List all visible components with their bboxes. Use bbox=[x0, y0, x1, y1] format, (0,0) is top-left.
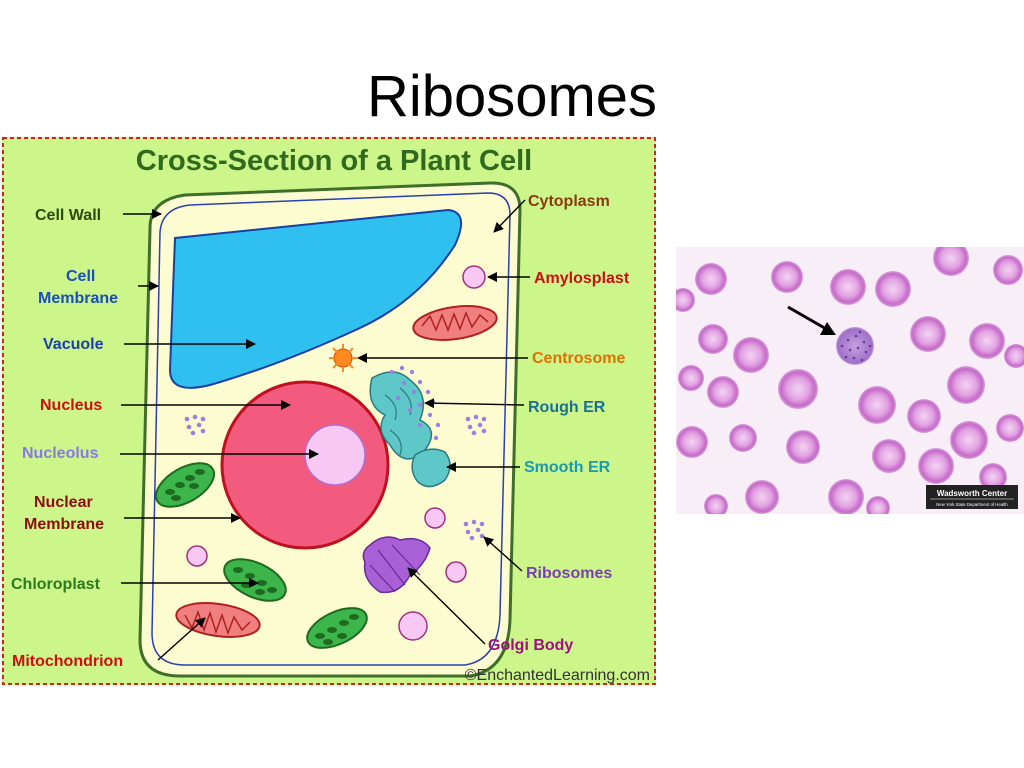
label-nuclear-membrane-line2: Membrane bbox=[24, 516, 104, 533]
red-blood-cell bbox=[866, 496, 890, 514]
rough-er bbox=[369, 365, 441, 460]
red-blood-cell bbox=[828, 479, 864, 514]
label-mitochondrion: Mitochondrion bbox=[12, 653, 123, 670]
red-blood-cell bbox=[933, 247, 969, 276]
label-ribosomes: Ribosomes bbox=[526, 565, 612, 582]
red-blood-cell bbox=[678, 365, 704, 391]
mitochondrion-top bbox=[412, 305, 498, 341]
nucleolus bbox=[304, 424, 366, 486]
red-blood-cell bbox=[707, 376, 739, 408]
red-blood-cell bbox=[778, 369, 818, 409]
watermark-subtitle: New York State Department of Health bbox=[936, 502, 1008, 507]
red-blood-cell bbox=[786, 430, 820, 464]
red-blood-cell bbox=[733, 337, 769, 373]
ribosome-cluster bbox=[465, 414, 487, 436]
vesicle bbox=[398, 611, 428, 641]
micrograph-arrowhead bbox=[820, 322, 836, 335]
label-rough-er: Rough ER bbox=[528, 399, 606, 416]
red-blood-cell bbox=[704, 494, 728, 514]
mitochondrion-bottom bbox=[175, 602, 261, 638]
red-blood-cell bbox=[676, 288, 695, 312]
red-blood-cell bbox=[907, 399, 941, 433]
red-blood-cell bbox=[910, 316, 946, 352]
pointer-rough-er bbox=[424, 398, 525, 409]
diagram-frame bbox=[2, 137, 656, 685]
red-blood-cell bbox=[969, 323, 1005, 359]
marked-cell bbox=[836, 327, 874, 365]
label-smooth-er: Smooth ER bbox=[524, 459, 611, 476]
centrosome bbox=[329, 344, 357, 372]
red-blood-cell bbox=[729, 424, 757, 452]
chloroplast-1 bbox=[155, 462, 215, 508]
pointer-ribosomes bbox=[483, 536, 523, 572]
label-nuclear-membrane: Nuclear Membrane bbox=[24, 494, 104, 533]
pointer-golgi-body bbox=[407, 567, 486, 645]
marked-cell-granules bbox=[840, 330, 872, 362]
label-chloroplast: Chloroplast bbox=[11, 576, 101, 593]
red-blood-cell bbox=[695, 263, 727, 295]
pointer-cytoplasm bbox=[493, 199, 526, 233]
red-blood-cell bbox=[745, 480, 779, 514]
red-blood-cell bbox=[993, 255, 1023, 285]
red-blood-cell bbox=[947, 366, 985, 404]
label-cell-wall: Cell Wall bbox=[35, 207, 101, 224]
amylosplast bbox=[462, 265, 486, 289]
label-golgi-body: Golgi Body bbox=[488, 637, 573, 654]
vesicle bbox=[445, 561, 467, 583]
pointer-mitochondrion bbox=[157, 617, 206, 661]
smooth-er bbox=[411, 448, 451, 488]
red-blood-cell bbox=[676, 426, 708, 458]
label-cytoplasm: Cytoplasm bbox=[528, 193, 610, 210]
watermark-title: Wadsworth Center bbox=[937, 489, 1007, 498]
chloroplast-3 bbox=[306, 607, 368, 649]
label-nuclear-membrane-line1: Nuclear bbox=[34, 494, 93, 511]
label-cell-membrane-line1: Cell bbox=[66, 268, 95, 285]
red-blood-cell bbox=[950, 421, 988, 459]
vesicle bbox=[186, 545, 208, 567]
label-cell-membrane: Cell Membrane bbox=[38, 268, 118, 307]
red-blood-cell bbox=[875, 271, 911, 307]
red-blood-cell bbox=[918, 448, 954, 484]
red-blood-cell bbox=[996, 414, 1024, 442]
label-vacuole: Vacuole bbox=[43, 336, 104, 353]
red-blood-cell bbox=[872, 439, 906, 473]
label-centrosome: Centrosome bbox=[532, 350, 625, 367]
ribosome-cluster bbox=[184, 414, 206, 436]
red-blood-cell bbox=[698, 324, 728, 354]
label-nucleolus: Nucleolus bbox=[22, 445, 99, 462]
label-cell-membrane-line2: Membrane bbox=[38, 290, 118, 307]
ribosome-cluster bbox=[463, 519, 485, 541]
red-blood-cell bbox=[830, 269, 866, 305]
red-blood-cell bbox=[1004, 344, 1024, 368]
vesicle bbox=[424, 507, 446, 529]
micrograph-arrow bbox=[787, 305, 829, 332]
label-nucleus: Nucleus bbox=[40, 397, 102, 414]
label-amylosplast: Amylosplast bbox=[534, 270, 630, 287]
red-blood-cell bbox=[858, 386, 896, 424]
watermark-box bbox=[926, 485, 1018, 509]
slide-title: Ribosomes bbox=[366, 64, 658, 129]
nucleus bbox=[220, 380, 390, 550]
diagram-title: Cross-Section of a Plant Cell bbox=[136, 145, 532, 177]
cell-membrane bbox=[151, 192, 511, 666]
red-blood-cell bbox=[979, 463, 1007, 491]
credit-text: ©EnchantedLearning.com bbox=[465, 667, 650, 684]
red-blood-cell bbox=[771, 261, 803, 293]
